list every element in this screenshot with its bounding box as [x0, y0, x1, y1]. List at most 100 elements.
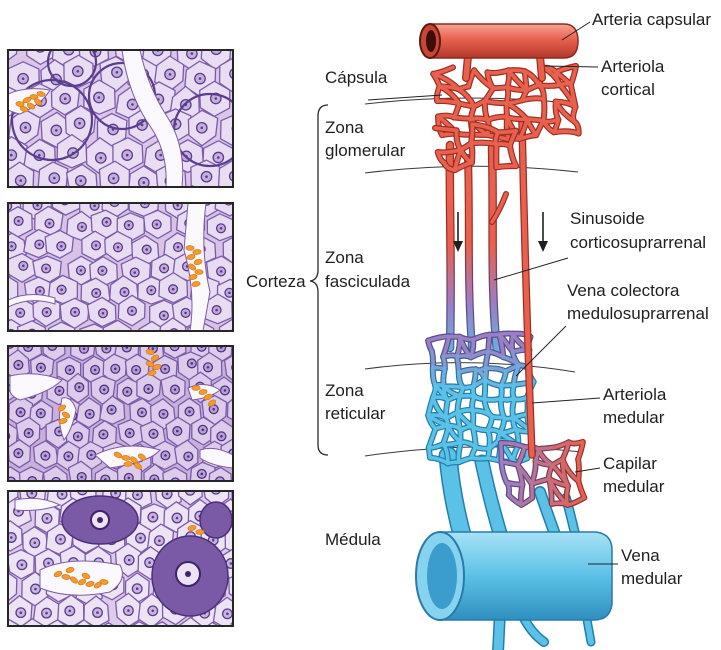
- artery-body: [430, 24, 578, 58]
- nucleolus: [150, 289, 153, 292]
- cell-nucleus: [226, 19, 236, 29]
- tissue-cell: [0, 353, 7, 382]
- cell-nucleus: [261, 537, 271, 547]
- cell-nucleus: [241, 516, 250, 525]
- tissue-cell: [0, 396, 7, 424]
- cell-nucleus: [230, 171, 240, 181]
- tissue-cell: [261, 372, 286, 404]
- cell-nucleus: [291, 173, 301, 183]
- cell-nucleus: [239, 626, 249, 636]
- nucleolus: [235, 366, 238, 369]
- vessel-segment: [532, 484, 533, 498]
- vessel-segment: [435, 128, 457, 130]
- nucleolus: [280, 511, 283, 514]
- nucleolus: [79, 20, 82, 23]
- cell-nucleus: [254, 174, 264, 184]
- nucleolus: [152, 516, 155, 519]
- nucleolus: [282, 321, 285, 324]
- tissue-cell: [267, 547, 293, 577]
- tissue-cell: [0, 207, 6, 238]
- tissue-cell: [35, 642, 60, 650]
- cell-nucleus: [198, 17, 208, 27]
- nucleolus: [185, 571, 191, 577]
- nucleolus: [250, 390, 253, 393]
- nucleolus: [279, 612, 282, 615]
- tissue-cell: [287, 344, 316, 372]
- cell-nucleus: [211, 484, 221, 494]
- vessel-segment: [472, 396, 474, 410]
- nucleolus: [59, 538, 62, 541]
- tissue-cell: [258, 416, 282, 446]
- nucleolus: [114, 492, 117, 495]
- cell-nucleus: [242, 308, 251, 317]
- cell-nucleus: [268, 178, 277, 187]
- vena-medular-vessel: [416, 532, 612, 620]
- cell-nucleus: [240, 174, 249, 183]
- cell-nucleus: [257, 367, 266, 376]
- nucleolus: [45, 311, 48, 314]
- vessel-segment: [471, 124, 472, 143]
- nucleolus: [287, 413, 290, 416]
- tissue-cell: [277, 187, 305, 216]
- nucleolus: [133, 271, 136, 274]
- nucleolus: [241, 586, 244, 589]
- red-blood-cell: [192, 385, 201, 390]
- cell-nucleus: [0, 264, 1, 273]
- cell-nucleus: [292, 69, 302, 79]
- tissue-cell: [235, 33, 265, 68]
- nucleolus: [258, 178, 261, 181]
- label-arteria-capsular: Arteria capsular: [592, 10, 711, 29]
- label-vena-colectora-line-2: medulosuprarrenal: [567, 304, 709, 323]
- nucleolus: [20, 611, 23, 614]
- nucleolus: [176, 517, 179, 520]
- tissue-cell: [249, 6, 279, 41]
- tissue-cell: [39, 9, 69, 40]
- nucleolus: [123, 291, 126, 294]
- cell-nucleus: [90, 334, 99, 343]
- tissue-cell: [246, 113, 275, 147]
- cell-nucleus: [54, 630, 64, 640]
- nucleolus: [258, 198, 261, 201]
- nucleolus: [128, 224, 131, 227]
- nucleolus: [246, 51, 249, 54]
- cell-nucleus: [14, 21, 24, 31]
- histology-panels: [0, 3, 321, 650]
- cell-nucleus: [270, 45, 280, 55]
- nucleolus: [117, 334, 120, 337]
- tissue-cell: [250, 218, 278, 252]
- tissue-cell: [244, 597, 270, 628]
- nucleolus: [249, 559, 252, 562]
- panel-tissue: [0, 164, 321, 376]
- cell-nucleus: [58, 331, 67, 340]
- nucleolus: [53, 177, 56, 180]
- vessel-segment: [473, 410, 474, 426]
- cell-nucleus: [250, 464, 260, 474]
- cell-nucleus: [276, 608, 286, 618]
- tissue-cell: [256, 619, 282, 649]
- tissue-cell: [258, 473, 285, 504]
- cell-nucleus: [244, 95, 254, 105]
- cell-nucleus: [252, 606, 262, 616]
- nucleolus: [61, 493, 64, 496]
- nucleolus: [245, 474, 248, 477]
- nucleolus: [272, 154, 275, 157]
- nucleolus: [217, 156, 220, 159]
- tissue-cell: [0, 645, 10, 650]
- cell-nucleus: [266, 583, 276, 593]
- nucleolus: [205, 175, 208, 178]
- tissue-cell: [245, 161, 273, 195]
- flow-arrow-head: [538, 241, 548, 252]
- nucleolus: [24, 126, 27, 129]
- cell-nucleus: [271, 197, 281, 207]
- tissue-cell: [261, 33, 292, 66]
- nucleolus: [268, 476, 271, 479]
- nucleolus: [253, 468, 256, 471]
- nucleolus: [245, 266, 248, 269]
- nucleolus: [64, 199, 67, 202]
- cell-nucleus: [284, 410, 293, 419]
- vein-lumen-interior: [427, 543, 457, 609]
- leader-arteriola-medular: [532, 398, 600, 403]
- tissue-cell: [0, 7, 3, 39]
- nucleolus: [155, 223, 158, 226]
- nucleolus: [257, 499, 260, 502]
